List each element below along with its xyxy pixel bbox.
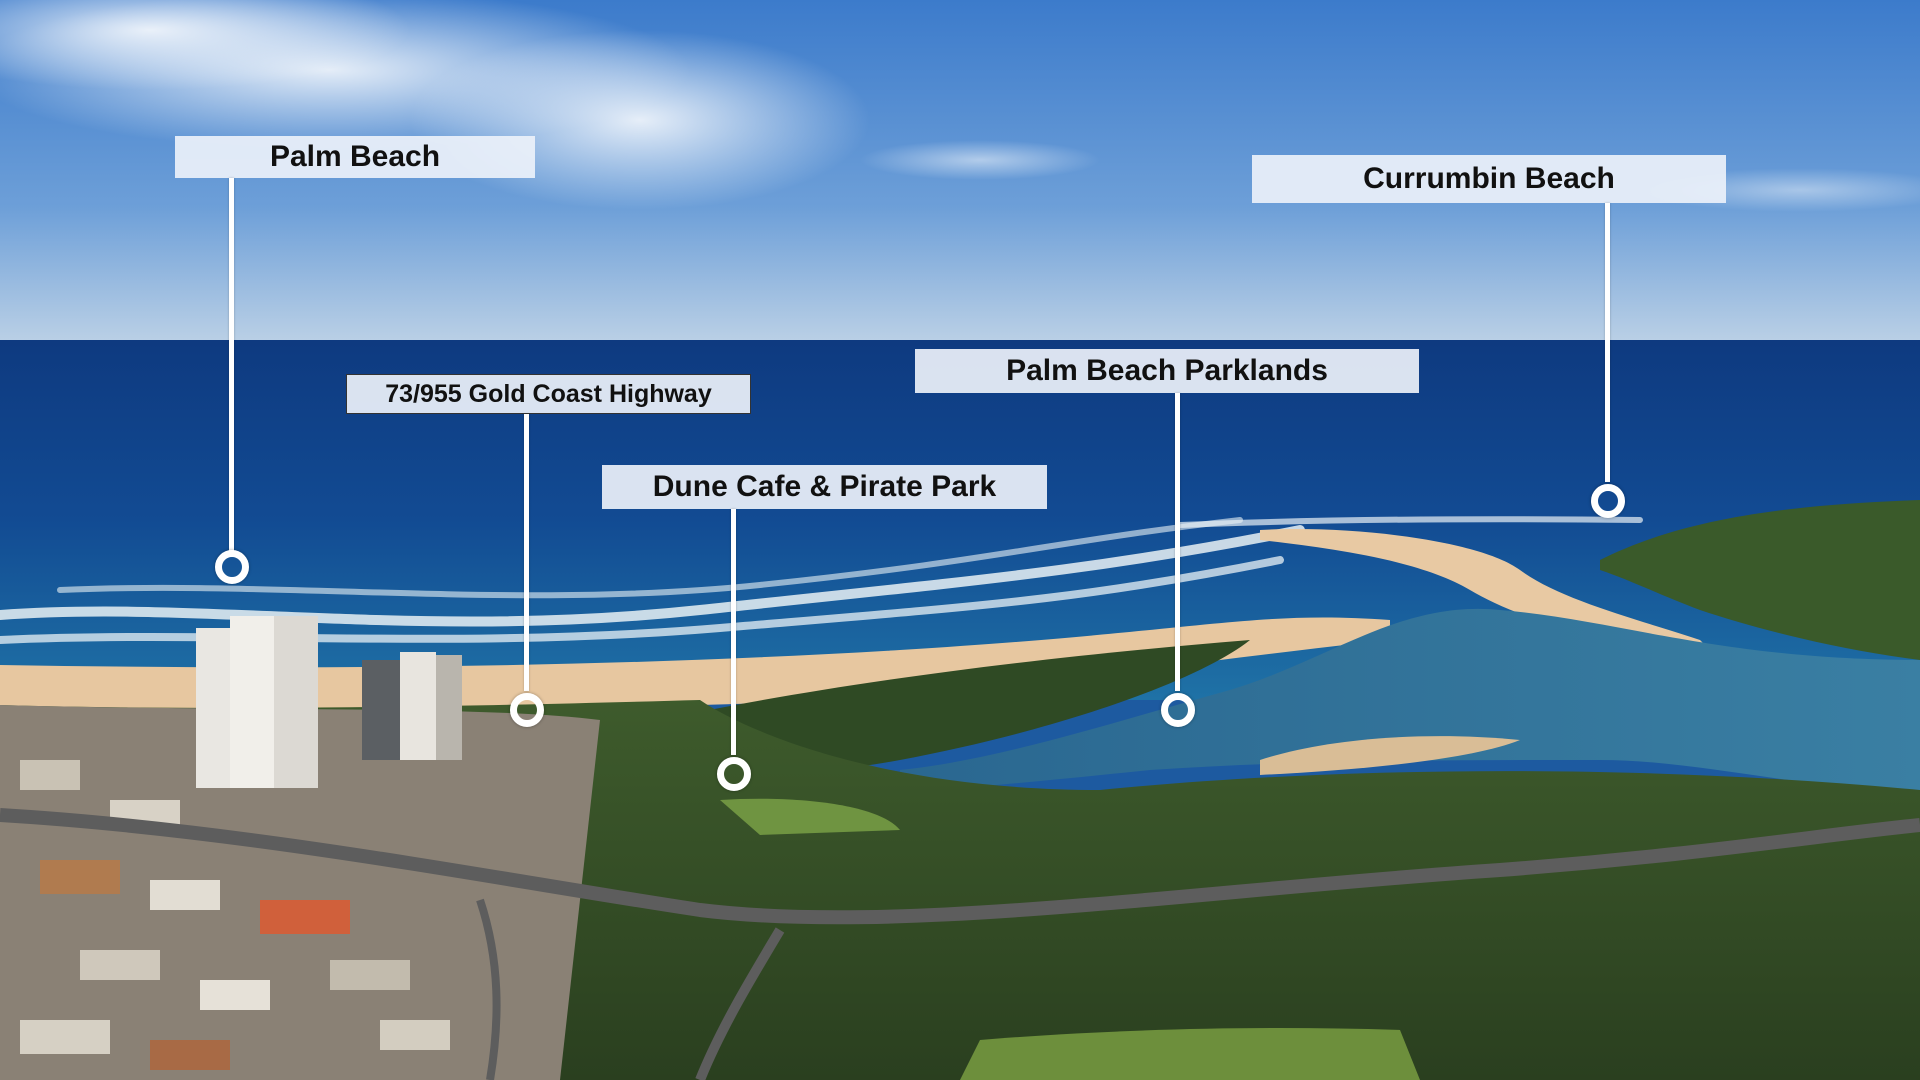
callout-label: Palm Beach Parklands	[915, 349, 1419, 393]
beach-sand	[0, 617, 1390, 713]
callout-line	[1175, 393, 1180, 691]
location-marker-icon	[1591, 484, 1625, 518]
gold-coast-highway-road	[0, 808, 1920, 925]
callout-line	[1605, 203, 1610, 482]
town-suburb	[0, 705, 600, 1080]
suburb-rooftops	[20, 760, 450, 1070]
callout-label: Dune Cafe & Pirate Park	[602, 465, 1047, 509]
location-marker-icon	[1161, 693, 1195, 727]
callout-label: Palm Beach	[175, 136, 535, 178]
callout-line	[731, 509, 736, 755]
location-marker-icon	[510, 693, 544, 727]
palm-beach-towers	[196, 616, 462, 788]
callout-label: 73/955 Gold Coast Highway	[346, 374, 751, 414]
inland-road	[476, 898, 501, 1080]
callout-line	[229, 178, 234, 552]
location-marker-icon	[717, 757, 751, 791]
park-lawn	[720, 798, 900, 835]
callout-label: Currumbin Beach	[1252, 155, 1726, 203]
sports-field	[960, 1028, 1420, 1080]
lagoon-sandbar	[1260, 736, 1520, 775]
creek-lagoon	[900, 608, 1920, 790]
parkland-bush	[660, 640, 1250, 780]
callout-line	[524, 414, 529, 691]
side-road	[695, 927, 785, 1080]
currumbin-headland	[1600, 500, 1920, 660]
location-marker-icon	[215, 550, 249, 584]
